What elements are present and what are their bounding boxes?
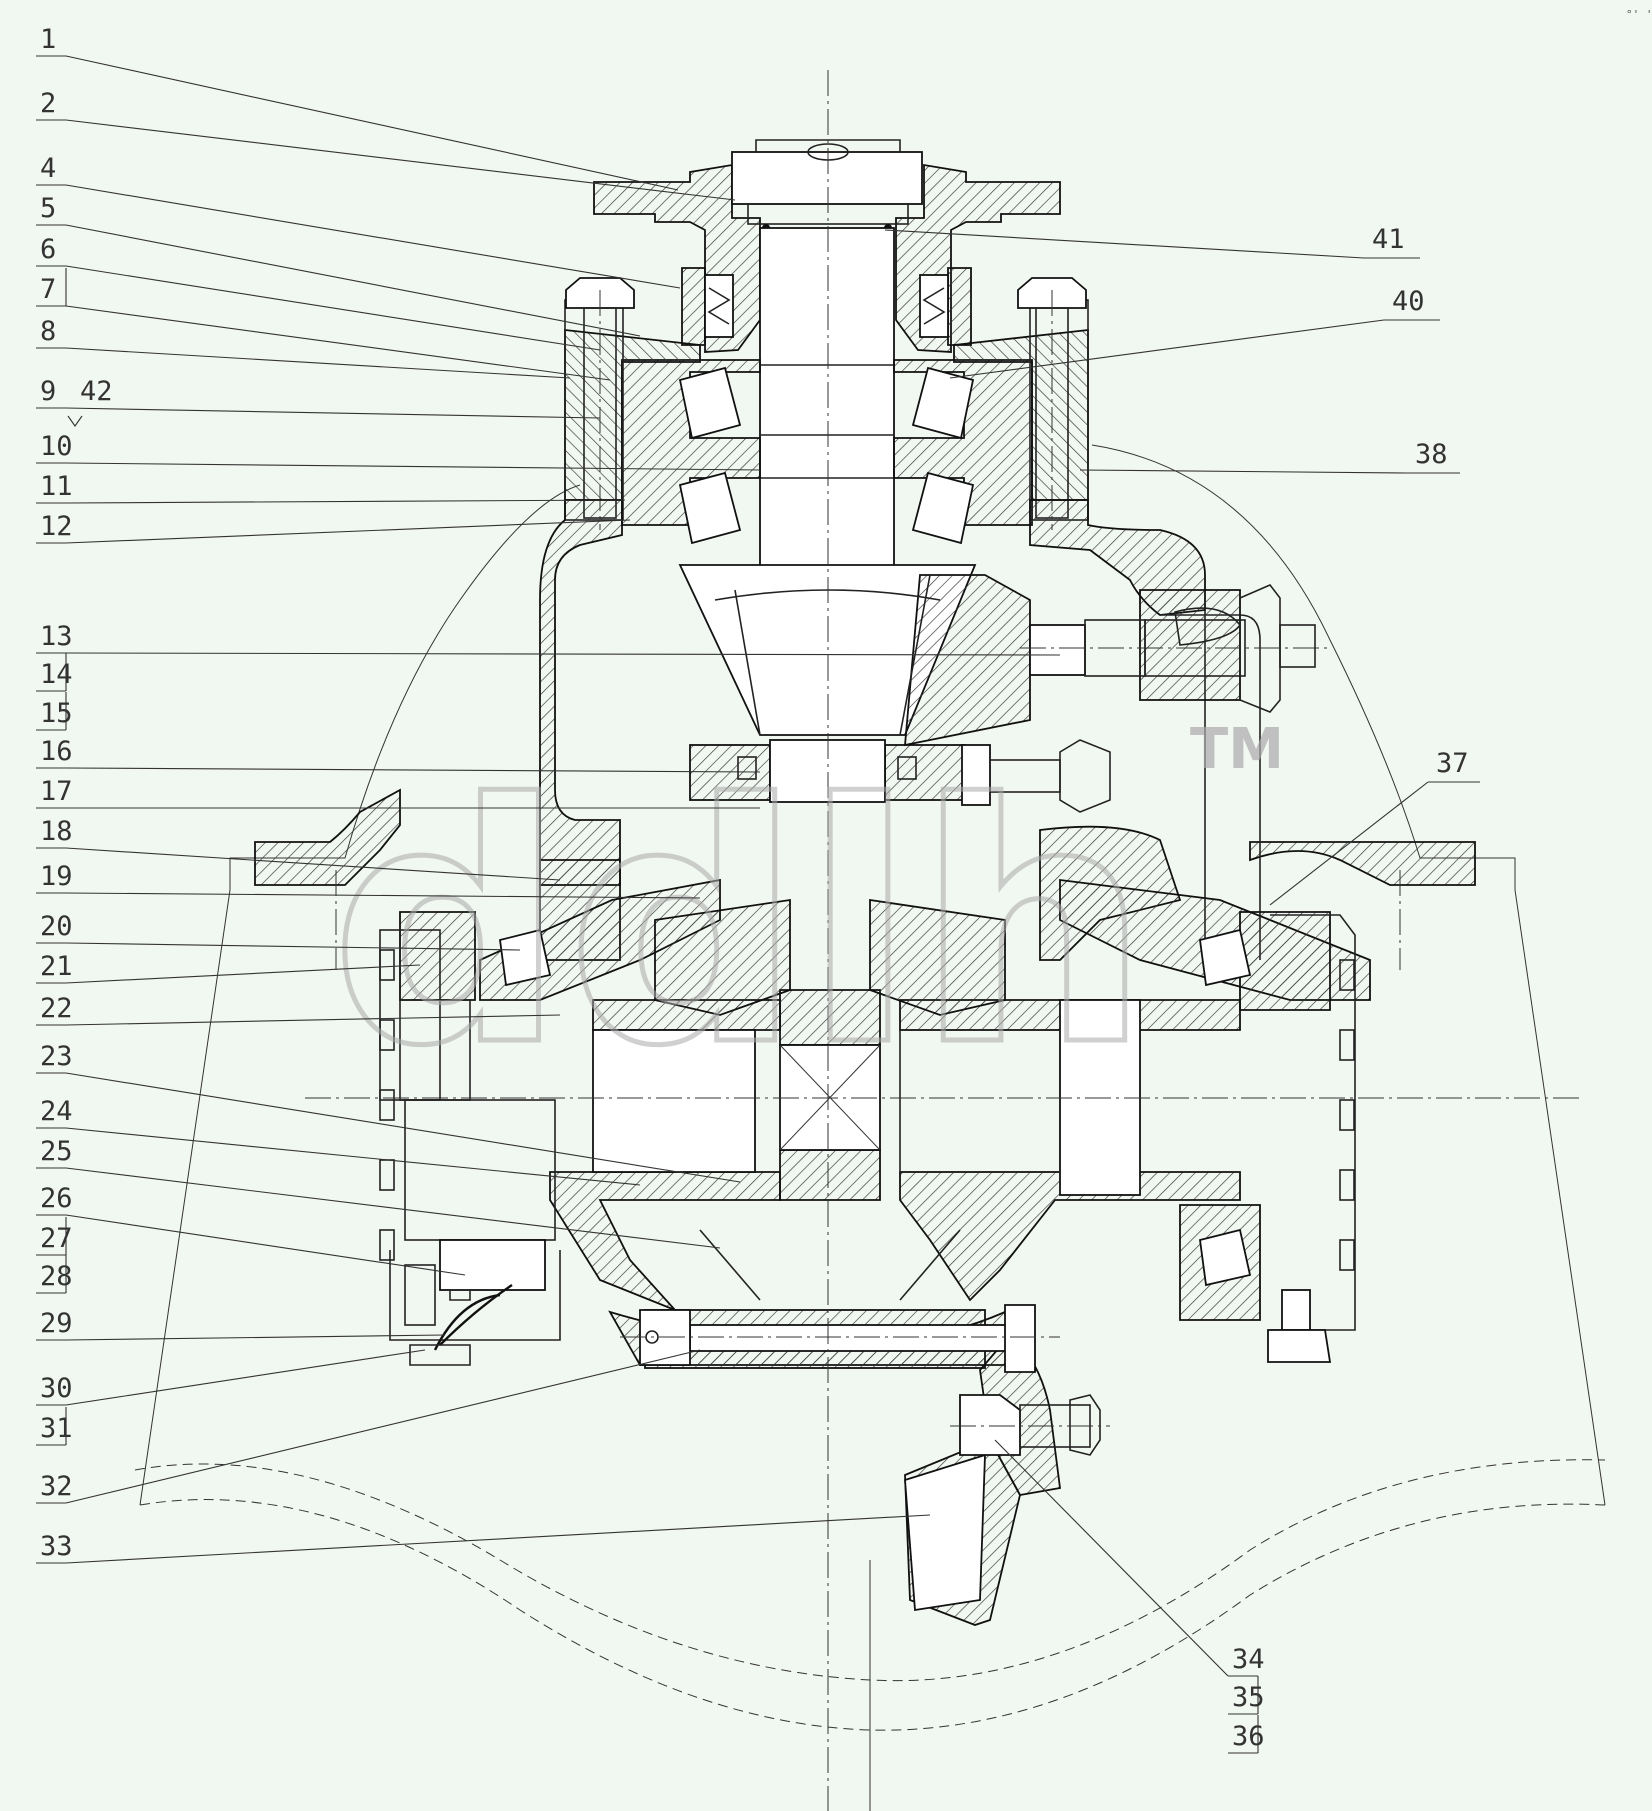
bottom-cross-bolt — [620, 1304, 1060, 1373]
callout-5: 5 — [40, 193, 56, 224]
callout-20: 20 — [40, 911, 73, 942]
callout-19: 19 — [40, 861, 73, 892]
callout-37: 37 — [1436, 748, 1469, 779]
callout-14: 14 — [40, 659, 73, 690]
callout-22: 22 — [40, 993, 73, 1024]
callout-10: 10 — [40, 431, 73, 462]
callout-41: 41 — [1372, 224, 1405, 255]
callout-28: 28 — [40, 1261, 73, 1292]
adjuster-lock — [389, 1099, 561, 1366]
corner-mark: °' '°° — [1626, 8, 1652, 21]
callout-42: 42 — [80, 376, 113, 407]
callout-24: 24 — [40, 1096, 73, 1127]
callout-12: 12 — [40, 511, 73, 542]
callout-32: 32 — [40, 1471, 73, 1502]
pilot-bearing — [689, 739, 1111, 813]
callout-33: 33 — [40, 1531, 73, 1562]
watermark-trademark: TM — [1190, 717, 1284, 782]
callout-16: 16 — [40, 736, 73, 767]
callout-9: 9 — [40, 376, 56, 407]
callout-1: 1 — [40, 24, 56, 55]
flange-bolts-top — [565, 277, 1087, 530]
callout-36: 36 — [1232, 1721, 1265, 1752]
callout-31: 31 — [40, 1413, 73, 1444]
callout-21: 21 — [40, 951, 73, 982]
callout-13: 13 — [40, 621, 73, 652]
callout-30: 30 — [40, 1373, 73, 1404]
watermark-text: ddlh — [330, 734, 1151, 1118]
callout-25: 25 — [40, 1136, 73, 1167]
pinion-shaft — [759, 227, 895, 569]
callout-34: 34 — [1232, 1644, 1265, 1675]
right-hub-bolt — [1267, 1289, 1332, 1363]
differential-bearings — [379, 911, 1356, 1331]
callout-7: 7 — [40, 274, 56, 305]
callout-2: 2 — [40, 88, 56, 119]
callout-27: 27 — [40, 1223, 73, 1254]
callout-29: 29 — [40, 1308, 73, 1339]
callout-18: 18 — [40, 816, 73, 847]
upper-tapered-bearings — [678, 366, 975, 545]
watermark: ddlh TM — [328, 717, 1284, 1121]
callout-40: 40 — [1392, 286, 1425, 317]
oil-seals — [681, 267, 972, 346]
differential-gears — [592, 898, 1141, 1301]
callout-35: 35 — [1232, 1682, 1265, 1713]
callout-17: 17 — [40, 776, 73, 807]
callout-4: 4 — [40, 153, 56, 184]
callout-8: 8 — [40, 316, 56, 347]
callout-26: 26 — [40, 1183, 73, 1214]
callout-23: 23 — [40, 1041, 73, 1072]
lower-right-bolt — [950, 1394, 1110, 1456]
callout-11: 11 — [40, 471, 73, 502]
callout-15: 15 — [40, 698, 73, 729]
callout-38: 38 — [1415, 439, 1448, 470]
side-bolt-assembly — [1020, 584, 1330, 713]
callout-6: 6 — [40, 234, 56, 265]
